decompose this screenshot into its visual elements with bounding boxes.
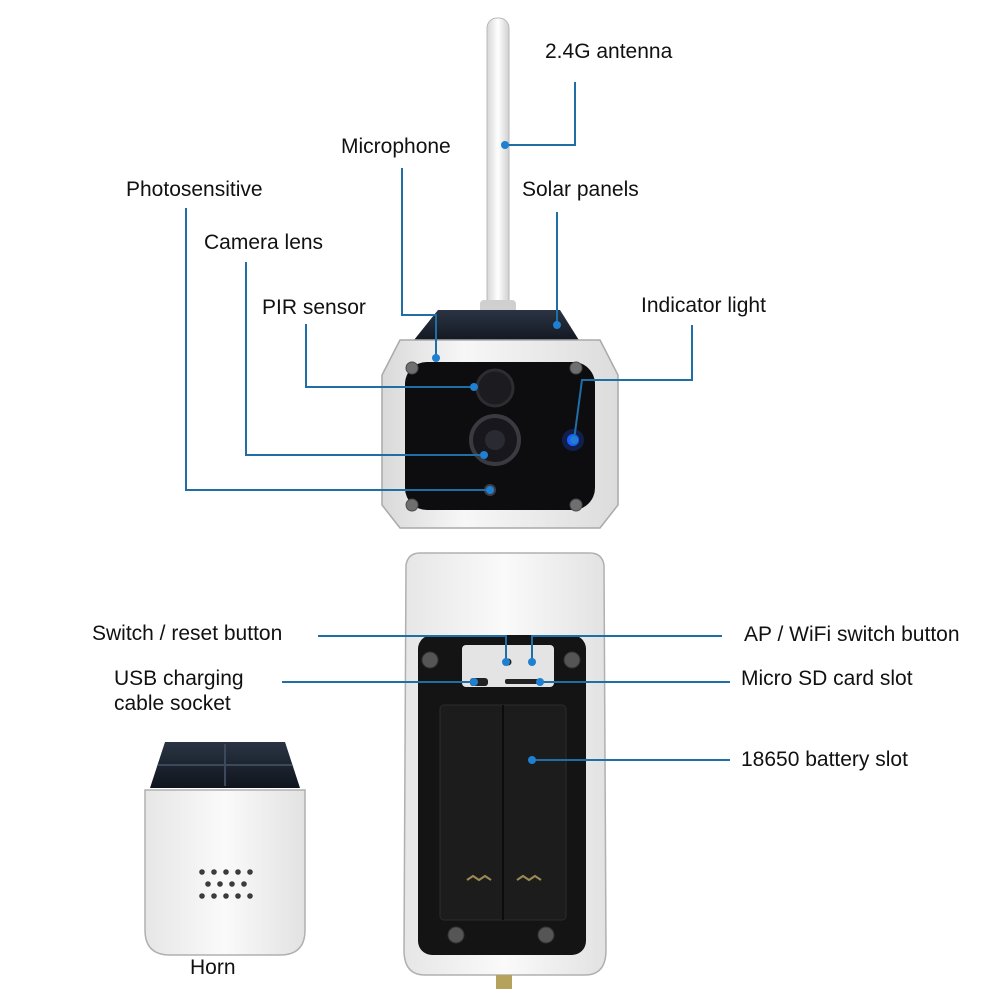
label-usb-line1: USB charging [114, 667, 244, 690]
solar-panel-top [410, 310, 582, 345]
pir-sensor-lens [475, 368, 515, 408]
callout-ap-wifi [531, 635, 722, 662]
label-camera-lens: Camera lens [204, 231, 324, 254]
battery-springs [466, 874, 542, 882]
back-screws [421, 651, 581, 944]
label-ap-wifi: AP / WiFi switch button [744, 623, 960, 646]
label-micro-sd: Micro SD card slot [741, 667, 913, 690]
horn-view [144, 742, 306, 956]
callout-photosensitive [185, 208, 490, 491]
callout-lines [185, 82, 730, 761]
callout-camera-lens [245, 262, 484, 456]
label-horn: Horn [190, 956, 236, 979]
label-microphone: Microphone [341, 135, 451, 158]
callout-dots [432, 141, 578, 764]
label-switch-reset: Switch / reset button [92, 622, 283, 645]
horn-speaker-holes [199, 869, 253, 899]
callout-switch-reset [318, 635, 507, 662]
antenna [486, 17, 510, 319]
label-battery: 18650 battery slot [741, 748, 908, 771]
micro-sd-slot [505, 679, 541, 684]
callout-indicator-light [573, 325, 693, 441]
camera-front-view [381, 17, 619, 529]
back-connector [496, 975, 512, 989]
callout-microphone [401, 168, 437, 358]
callout-pir-sensor [305, 324, 474, 388]
callout-antenna [505, 82, 576, 146]
camera-back-view [403, 552, 607, 989]
label-usb-line2: cable socket [114, 692, 231, 715]
label-pir-sensor: PIR sensor [262, 296, 366, 319]
label-antenna: 2.4G antenna [545, 40, 673, 63]
camera-lens-glass [485, 430, 505, 450]
label-indicator-light: Indicator light [641, 294, 766, 317]
label-photosensitive: Photosensitive [126, 178, 263, 201]
label-solar-panels: Solar panels [522, 178, 639, 201]
front-screws [405, 361, 583, 512]
